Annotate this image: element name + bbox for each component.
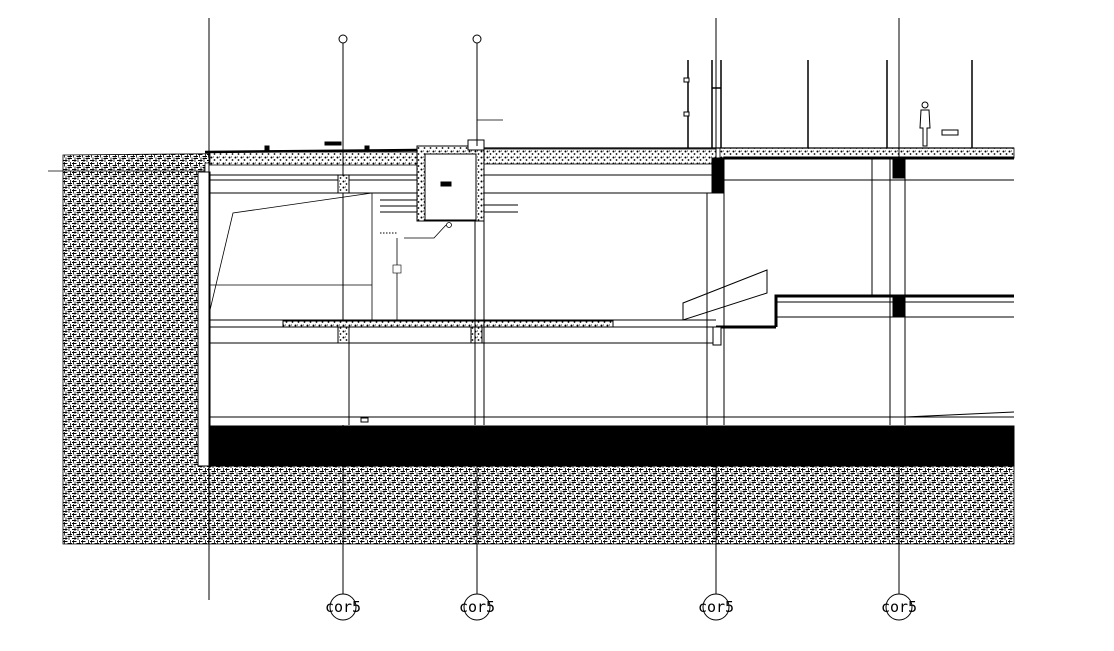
ground-line — [48, 141, 1014, 172]
ramp — [209, 192, 373, 311]
roof-slab — [210, 156, 1014, 194]
skylight-shaft — [371, 119, 518, 320]
columns — [208, 18, 906, 600]
mezzanine-slab — [210, 319, 716, 344]
axis-marker-4: cor5 — [881, 593, 917, 621]
retaining-wall — [197, 171, 211, 467]
axis-marker-label: cor5 — [698, 598, 734, 616]
axis-marker-label: cor5 — [881, 598, 917, 616]
axis-marker-label: cor5 — [459, 598, 495, 616]
scale-figure — [919, 101, 959, 147]
axis-marker-label: cor5 — [325, 598, 361, 616]
earth-hatch — [62, 147, 1015, 545]
grid-lines — [338, 34, 900, 596]
base-slab — [209, 411, 1015, 467]
stair-block — [682, 269, 1014, 329]
axis-marker-1: cor5 — [325, 593, 361, 621]
glazing-frame — [683, 60, 973, 148]
axis-marker-3: cor5 — [698, 593, 734, 621]
axis-marker-2: cor5 — [459, 593, 495, 621]
